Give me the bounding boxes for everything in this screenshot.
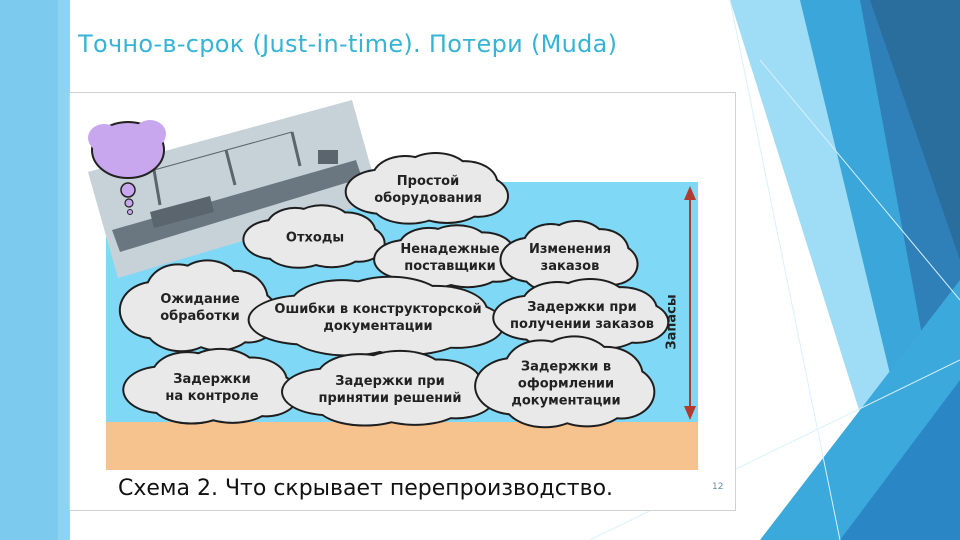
cloud — [281, 349, 496, 427]
stock-label: Запасы — [664, 294, 680, 350]
smoke-cloud — [88, 120, 166, 215]
page-number: 12 — [712, 482, 724, 492]
cloud-label: Простой оборудования — [374, 174, 482, 206]
cloud-label: Изменения заказов — [528, 242, 612, 274]
cloud — [373, 224, 525, 289]
cloud-label: Отходы — [285, 230, 345, 246]
ship-image — [88, 100, 380, 278]
cloud — [242, 204, 386, 269]
cloud — [122, 347, 300, 425]
cloud-label: Ожидание обработки — [160, 292, 240, 324]
cloud-label: Задержки на контроле — [165, 372, 259, 404]
cloud-label: Задержки при получении заказов — [509, 300, 655, 332]
cloud — [499, 219, 639, 293]
slide-title: Точно-в-срок (Just-in-time). Потери (Mud… — [78, 30, 618, 58]
cloud-label: Задержки в оформлении документации — [511, 359, 621, 409]
stock-arrow — [684, 186, 696, 420]
cloud-label: Ненадежные поставщики — [400, 242, 500, 274]
sand-floor — [106, 422, 698, 470]
left-decor-band-inner — [0, 0, 58, 540]
cloud — [247, 275, 505, 357]
cloud-label: Задержки при принятии решений — [318, 374, 462, 406]
cloud — [474, 335, 656, 429]
clouds-layer — [118, 151, 670, 429]
cloud-label: Ошибки в конструкторской документации — [274, 302, 482, 334]
cloud — [344, 151, 510, 225]
figure-caption: Схема 2. Что скрывает перепроизводство. — [118, 476, 614, 501]
